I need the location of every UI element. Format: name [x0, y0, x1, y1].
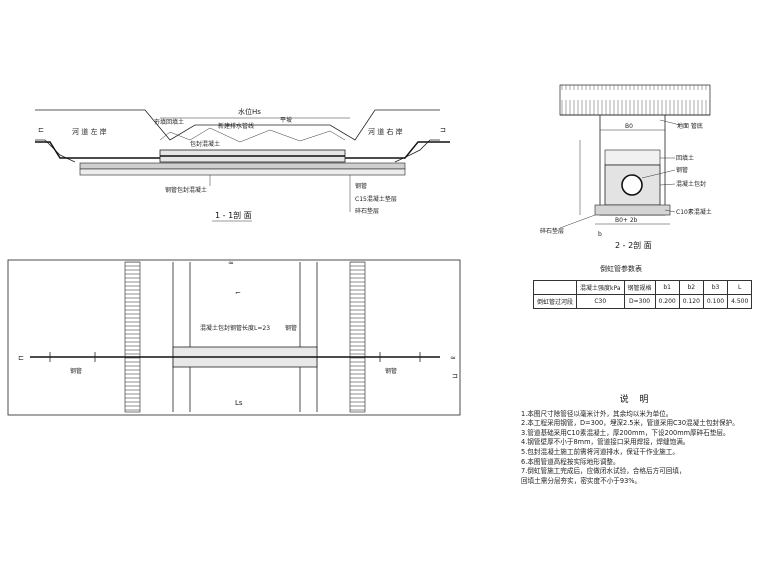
- pipe-cross-section: [621, 174, 643, 196]
- callout-flat-slope: 平坡: [280, 116, 292, 124]
- plan-pipe-label: 钢管: [285, 324, 297, 332]
- note-item: 5.包封混凝土施工前需将河道排水，保证干作业施工。: [521, 447, 679, 456]
- callout-water: 地面 管底: [677, 122, 703, 130]
- leader-stone: [559, 214, 596, 229]
- note-item: 2.本工程采用钢管，D=300，埋深2.5米，管道采用C30混凝土包封保护。: [521, 419, 739, 428]
- trench-backfill: [604, 149, 661, 166]
- break-mark-top: ≈: [228, 259, 234, 267]
- note-item: 3.管道基础采用C10素混凝土，厚200mm，下设200mm厚碎石垫层。: [521, 428, 730, 437]
- callout-conc-2: 混凝土包封: [676, 180, 706, 188]
- section-1-1: 水位Hs 河 道 左 岸 河 道 右 岸 夯填回填土 新建排水管线 平坡 包封混…: [35, 107, 450, 222]
- note-item: 6.本图管道高程按实际地形调整。: [521, 457, 620, 466]
- callout-gravel: 碎石垫层: [355, 207, 379, 215]
- gravel-base-layer: [79, 168, 406, 176]
- leader-water: [659, 119, 681, 126]
- plan-crossing-label: 混凝土包封钢管长度L=23: [200, 324, 270, 332]
- note-item: 4.钢管壁厚不小于8mm，管道接口采用焊接，焊缝饱满。: [521, 438, 690, 447]
- pipe-line-left: [35, 141, 160, 159]
- plan-right-pipe-label: 钢管: [385, 367, 397, 375]
- section-2-ground: [559, 84, 711, 116]
- cut-marker-left: ⊏: [38, 126, 44, 134]
- section-1-title: 1 - 1剖 面: [215, 210, 252, 220]
- notes-title: 说 明: [619, 395, 653, 405]
- callout-drain: 新建排水管线: [218, 122, 254, 130]
- note-item: 7.倒虹管施工完成后，应做闭水试验，合格后方可回填，: [521, 467, 686, 476]
- table-row-label: 倒虹管过河段: [532, 294, 578, 309]
- callout-pipe-2: 钢管: [676, 166, 688, 174]
- leader-c10: [664, 209, 676, 213]
- leader-pipe: [641, 169, 676, 179]
- callout-steel: 钢管: [355, 182, 367, 190]
- break-mark-right: ≈: [450, 354, 456, 362]
- table-row: 倒虹管过河段 C30 D=300 0.200 0.120 0.100 4.500: [532, 294, 753, 309]
- notes-block: 说 明 1.本图尺寸除管径以毫米计外，其余均以米为单位。 2.本工程采用钢管，D…: [521, 395, 751, 486]
- table-cell: D=300: [623, 294, 656, 309]
- note-item: 1.本图尺寸除管径以毫米计外，其余均以米为单位。: [521, 409, 673, 418]
- leader-conc: [659, 183, 676, 186]
- plan-cut-right: ⊐: [452, 372, 458, 380]
- callout-backfill: 夯填回填土: [154, 118, 184, 126]
- callout-stone: 碎石垫层: [540, 227, 564, 235]
- left-bank-label: 河 道 左 岸: [72, 127, 107, 136]
- water-level-label: 水位Hs: [238, 107, 261, 116]
- ground-line: [35, 109, 440, 141]
- section-2-title: 2 - 2剖 面: [615, 240, 652, 250]
- pipe-line-right: [345, 141, 450, 159]
- table-cell: 0.120: [678, 294, 704, 309]
- table-header-cell: [532, 280, 578, 295]
- callout-steel-pipe: 钢管包封混凝土: [165, 186, 207, 194]
- plan-border: [7, 259, 461, 416]
- table-cell: 0.200: [654, 294, 680, 309]
- callout-pipe-conc: 包封混凝土: [190, 140, 220, 148]
- callout-c10: C10素混凝土: [676, 208, 712, 216]
- callout-c15: C15混凝土垫层: [355, 195, 397, 203]
- dim-b-label: b: [598, 231, 602, 238]
- section-2-base: [594, 204, 671, 216]
- revetment-strip-1: [124, 261, 141, 413]
- param-table: 混凝土强度kPa 钢管规格 b1 b2 b3 L 倒虹管过河段 C30 D=30…: [532, 280, 753, 309]
- table-header-cell: b1: [654, 280, 680, 295]
- plan-cut-left: ⊏: [18, 354, 24, 362]
- table-header-cell: 混凝土强度kPa: [576, 280, 625, 295]
- plan-left-pipe-label: 钢管: [70, 367, 82, 375]
- table-cell: C30: [576, 294, 625, 309]
- table-header-cell: 钢管规格: [623, 280, 656, 295]
- plan-top-mark: ⌐: [235, 289, 241, 297]
- note-item: 回填土需分层夯实，密实度不小于93%。: [521, 476, 642, 485]
- param-table-caption: 倒虹管参数表: [600, 265, 642, 273]
- section-2-2: B0 B0+ 2b b 地面 管底 回填土 钢管 混凝土包封 C10素混凝土 碎…: [540, 84, 712, 250]
- dim-bottom-label: B0+ 2b: [615, 217, 638, 224]
- table-header-cell: L: [727, 280, 753, 295]
- plan-view: 混凝土包封钢管长度L=23 钢管 钢管 钢管 ⌐ Ls ≈ ≈ ⊏ ⊐: [7, 259, 461, 416]
- dim-top-label: B0: [625, 123, 633, 130]
- plan-ls-label: Ls: [235, 399, 243, 407]
- riverbed-fill-outline: [159, 127, 346, 143]
- table-cell: 0.100: [702, 294, 729, 309]
- table-row: 混凝土强度kPa 钢管规格 b1 b2 b3 L: [532, 280, 753, 295]
- right-bank-label: 河 道 右 岸: [368, 127, 403, 136]
- revetment-strip-2: [349, 261, 366, 413]
- c15-base-layer: [79, 162, 406, 170]
- table-header-cell: b3: [702, 280, 729, 295]
- cut-marker-right: ⊐: [440, 126, 446, 134]
- table-header-cell: b2: [678, 280, 704, 295]
- table-cell: 4.500: [727, 294, 753, 309]
- callout-backfill-2: 回填土: [676, 154, 694, 162]
